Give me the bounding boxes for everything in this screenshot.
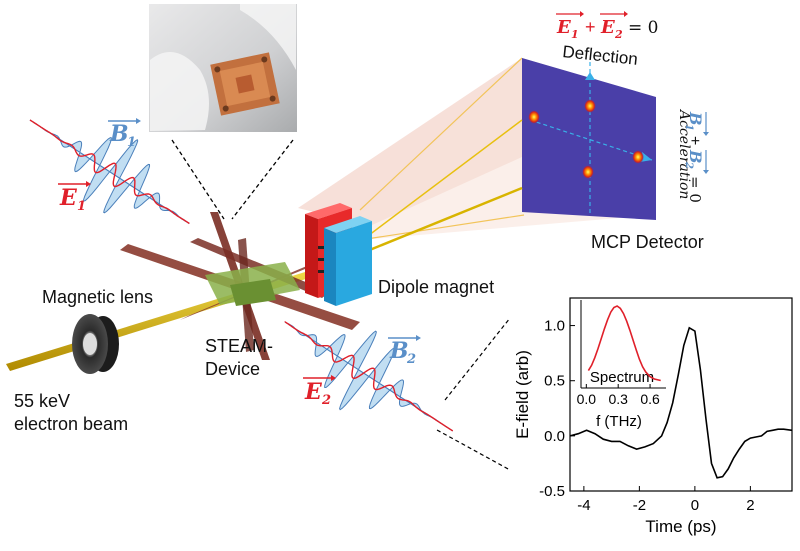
dipole-magnet-label: Dipole magnet — [378, 277, 494, 297]
mcp-detector-label: MCP Detector — [591, 232, 704, 252]
y-tick-label: -0.5 — [539, 483, 565, 500]
steam-label-line1: STEAM- — [205, 336, 273, 356]
svg-text:1: 1 — [683, 124, 694, 131]
y-tick-label: 0.0 — [544, 428, 565, 445]
x-axis-label: Time (ps) — [645, 517, 716, 536]
beam-label-line2: electron beam — [14, 414, 128, 434]
e-field-series-line — [569, 326, 793, 479]
spot — [528, 110, 540, 124]
x-tick-label: 2 — [746, 497, 754, 514]
b-field-wave — [29, 119, 190, 224]
e-field-wave — [29, 119, 190, 225]
steam-label-line2: Device — [205, 359, 260, 379]
svg-text:1: 1 — [127, 135, 136, 150]
b1-label: B 1 — [108, 118, 141, 150]
y-tick-label: 0.5 — [544, 373, 565, 390]
detector-spots — [528, 99, 644, 179]
y-axis-label: E-field (arb) — [513, 350, 532, 439]
x-tick-label: 0 — [691, 497, 699, 514]
svg-text:Acceleration: Acceleration — [676, 108, 692, 199]
dipole-magnet — [305, 203, 372, 306]
plot-frame — [569, 297, 793, 492]
inset-x-tick-label: 0.0 — [577, 391, 597, 407]
svg-text:1: 1 — [571, 28, 579, 41]
x-tick-label: -2 — [633, 497, 646, 514]
steam-device-photo — [149, 4, 297, 132]
inset-x-axis-label: f (THz) — [596, 413, 642, 430]
inset-title: Spectrum — [590, 369, 654, 386]
spot — [582, 165, 594, 179]
y-tick-label: 1.0 — [544, 318, 565, 335]
thz-pulse-2 — [284, 320, 454, 432]
spectrum-series-line — [587, 305, 661, 382]
deflection-arrow — [585, 72, 595, 80]
svg-text:+: + — [686, 136, 703, 145]
b-field-wave — [284, 321, 454, 432]
svg-text:1: 1 — [77, 199, 86, 214]
photo-leader-left — [171, 139, 225, 220]
e1-label: E 1 — [58, 181, 91, 214]
photo-leader-right — [231, 139, 294, 220]
mcp-detector-screen — [522, 58, 656, 220]
svg-text:= 0: = 0 — [686, 176, 704, 203]
chart-leader-top — [444, 317, 511, 401]
svg-text:E: E — [304, 379, 323, 405]
svg-text:+: + — [585, 17, 596, 37]
svg-text:B: B — [109, 121, 129, 147]
deflection-label: Deflection — [562, 42, 639, 69]
spot — [584, 99, 596, 113]
inset-x-tick-label: 0.6 — [640, 391, 660, 407]
magnetic-lens-icon — [72, 314, 119, 374]
b-sum-zero-label: Acceleration B 1 + B 2 = 0 — [676, 108, 709, 203]
svg-text:E: E — [59, 185, 78, 211]
svg-text:E: E — [600, 17, 615, 38]
svg-text:B: B — [686, 111, 705, 126]
magnetic-lens-label: Magnetic lens — [42, 287, 153, 307]
cone-edge-bottom — [359, 214, 525, 241]
beam-label-line1: 55 keV — [14, 391, 70, 411]
svg-text:B: B — [389, 338, 409, 364]
e-sum-zero-label: E 1 + E 2 = 0 — [556, 11, 658, 41]
e2-label: E 2 — [303, 375, 336, 408]
x-tick-label: -4 — [577, 497, 590, 514]
svg-text:= 0: = 0 — [628, 18, 658, 38]
spot — [632, 150, 644, 164]
svg-text:B: B — [686, 149, 705, 164]
svg-text:E: E — [556, 17, 571, 38]
svg-text:2: 2 — [614, 28, 623, 41]
svg-text:2: 2 — [683, 161, 694, 169]
e-field-wave — [284, 320, 454, 432]
acceleration-axis — [529, 119, 653, 161]
steam-device — [120, 212, 360, 360]
thz-pulse-1 — [29, 119, 190, 225]
cone-edge-top — [359, 57, 523, 211]
svg-text:2: 2 — [406, 352, 416, 367]
inset-x-tick-label: 0.3 — [608, 391, 628, 407]
chart-leader-bottom — [436, 429, 511, 471]
b2-label: B 2 — [388, 335, 421, 367]
svg-text:2: 2 — [321, 393, 331, 408]
